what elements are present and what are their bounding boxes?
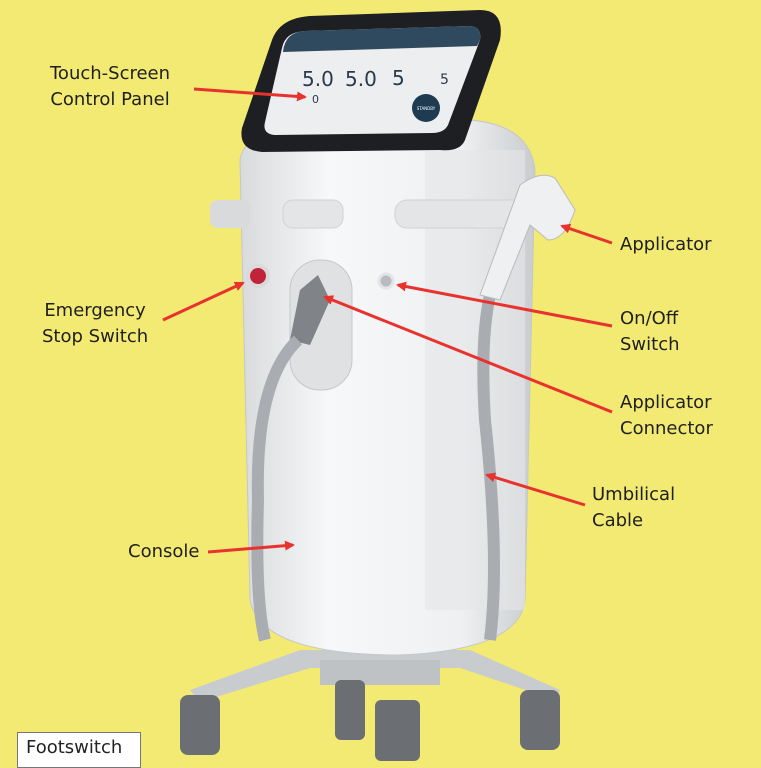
label-applicator: Applicator [620,234,712,255]
label-line: Connector [620,418,713,439]
arrow-applicator [560,223,613,245]
arrow-console [207,540,295,554]
arrow-touch-screen [193,87,307,102]
label-line: Umbilical [592,484,676,505]
screen-counter: 0 [312,93,319,106]
label-umbilical-cable: Umbilical Cable [592,482,675,534]
label-touch-screen: Touch-Screen Control Panel [50,61,170,113]
connector-cable [251,335,303,642]
screen-value-3: 5 [392,66,405,90]
applicator[interactable] [479,174,576,301]
screen-value-1: 5.0 [302,67,334,91]
label-line: Emergency [44,300,146,321]
label-on-off: On/Off Switch [620,306,680,358]
emergency-stop-switch[interactable] [246,264,270,288]
label-line: Switch [620,334,680,355]
label-console: Console [128,541,200,562]
applicator-connector [290,275,330,345]
label-line: On/Off [620,308,679,329]
touch-screen[interactable]: STANDBY 5.0 5.0 5 5 0 [241,10,501,152]
arrow-applicator-connector [323,295,613,414]
standby-button-label: STANDBY [417,106,436,111]
label-applicator-connector: Applicator Connector [620,390,713,442]
label-line: Control Panel [50,89,170,110]
on-off-switch[interactable] [377,272,395,290]
stand [180,650,560,761]
screen-value-2: 5.0 [345,67,377,91]
standby-button[interactable] [412,94,440,122]
label-footswitch: Footswitch [17,732,141,768]
label-line: Touch-Screen [50,63,171,84]
label-emergency-stop: Emergency Stop Switch [42,298,148,350]
label-line: Cable [592,510,644,531]
callout-arrows [162,87,613,554]
arrow-on-off [396,281,613,328]
label-line: Stop Switch [42,326,149,347]
label-line: Applicator [620,392,712,413]
umbilical-cable [477,293,500,641]
screen-value-4: 5 [440,72,449,88]
arrow-emergency-stop [162,281,245,322]
arrow-umbilical [485,472,586,507]
